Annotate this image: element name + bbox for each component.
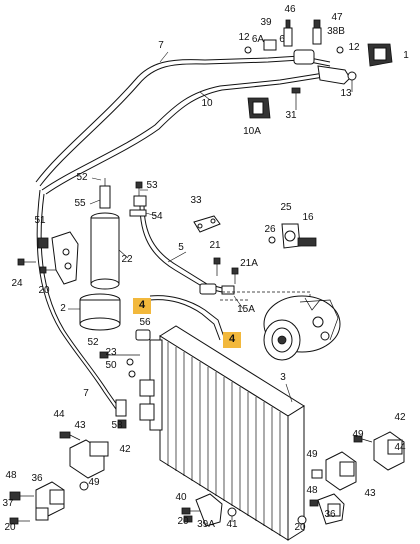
part-label-16: 16 bbox=[302, 212, 314, 223]
part-label-49c: 49 bbox=[88, 477, 100, 488]
pipe-4 bbox=[149, 295, 226, 341]
part-33-spacer bbox=[193, 215, 221, 233]
pipe-7-lower bbox=[36, 189, 123, 413]
part-label-20d: 20 bbox=[294, 522, 306, 533]
highlight-labels: 44 bbox=[139, 299, 236, 345]
part-label-6: 6 bbox=[279, 34, 285, 45]
part-label-31: 31 bbox=[285, 110, 297, 121]
part-label-20c: 20 bbox=[177, 516, 189, 527]
part-label-7a: 7 bbox=[158, 40, 164, 51]
part-label-25: 25 bbox=[280, 202, 292, 213]
part-label-49b: 49 bbox=[306, 449, 318, 460]
bracket-cluster-left bbox=[9, 431, 109, 525]
part-label-10A: 10A bbox=[243, 126, 261, 137]
part-label-44b: 44 bbox=[394, 442, 406, 453]
part-label-13: 13 bbox=[340, 88, 352, 99]
part-label-42b: 42 bbox=[119, 444, 131, 455]
part-label-53: 53 bbox=[146, 180, 158, 191]
bracket-cluster-bottom bbox=[181, 493, 237, 527]
fittings-21 bbox=[199, 257, 239, 295]
highlight-4-upper bbox=[133, 298, 151, 314]
part-label-6A: 6A bbox=[252, 34, 265, 45]
part-label-21A: 21A bbox=[240, 258, 258, 269]
part-label-36a: 36 bbox=[31, 473, 43, 484]
part-label-7b: 7 bbox=[83, 388, 89, 399]
part-label-36b: 36 bbox=[324, 509, 336, 520]
pipe-10 bbox=[41, 71, 331, 195]
pipe-7-upper bbox=[35, 55, 331, 187]
part-label-48b: 48 bbox=[306, 485, 318, 496]
part-label-10: 10 bbox=[201, 98, 213, 109]
part-label-54: 54 bbox=[151, 211, 163, 222]
part-label-39: 39 bbox=[260, 17, 272, 28]
part-label-49a: 49 bbox=[352, 429, 364, 440]
part-label-12a: 12 bbox=[238, 32, 250, 43]
part-label-2: 2 bbox=[60, 303, 66, 314]
part-label-41: 41 bbox=[226, 519, 238, 530]
part-22-receiver-drier bbox=[90, 178, 120, 290]
highlight-label-hl-4a: 4 bbox=[139, 299, 146, 311]
part-label-20a: 20 bbox=[38, 285, 50, 296]
fittings-condenser-left bbox=[99, 329, 151, 429]
part-label-21a: 21 bbox=[209, 240, 221, 251]
compressor bbox=[220, 291, 341, 361]
part-label-1: 1 bbox=[403, 50, 409, 61]
part-label-15A: 15A bbox=[237, 304, 255, 315]
part-label-38B: 38B bbox=[327, 26, 345, 37]
part-label-12b: 12 bbox=[348, 42, 360, 53]
part-2-clamp-band bbox=[79, 293, 121, 331]
part-label-46: 46 bbox=[284, 4, 296, 15]
part-label-52b: 52 bbox=[87, 337, 99, 348]
part-label-22: 22 bbox=[121, 254, 133, 265]
part-label-44a: 44 bbox=[53, 409, 65, 420]
highlight-label-hl-4b: 4 bbox=[229, 333, 236, 345]
part-label-37: 37 bbox=[2, 498, 14, 509]
top-fittings bbox=[244, 19, 357, 92]
fittings-53-54-55 bbox=[129, 181, 147, 217]
part-label-33: 33 bbox=[190, 195, 202, 206]
condenser bbox=[139, 325, 305, 541]
part-25-clamp bbox=[268, 223, 317, 249]
bolts-left bbox=[17, 258, 56, 274]
part-label-50: 50 bbox=[105, 360, 117, 371]
part-label-42a: 42 bbox=[394, 412, 406, 423]
part-label-56: 56 bbox=[139, 317, 151, 328]
part-label-55: 55 bbox=[74, 198, 86, 209]
part-label-23: 23 bbox=[105, 347, 117, 358]
part-label-52a: 52 bbox=[76, 172, 88, 183]
leader-lines bbox=[68, 51, 293, 403]
part-label-26: 26 bbox=[264, 224, 276, 235]
part-label-5: 5 bbox=[178, 242, 184, 253]
bracket-cluster-right bbox=[297, 431, 405, 525]
part-label-3: 3 bbox=[280, 372, 286, 383]
part-label-43a: 43 bbox=[74, 420, 86, 431]
part-label-58: 58 bbox=[111, 420, 123, 431]
part-label-47: 47 bbox=[331, 12, 343, 23]
part-1-bracket bbox=[367, 43, 393, 67]
part-label-20b: 20 bbox=[4, 522, 16, 533]
part-label-40: 40 bbox=[175, 492, 187, 503]
part-31-bolt bbox=[291, 87, 301, 110]
part-10A-clip bbox=[247, 97, 271, 119]
highlight-4-lower bbox=[223, 332, 241, 348]
part-label-24: 24 bbox=[11, 278, 23, 289]
part-label-43b: 43 bbox=[364, 488, 376, 499]
part-label-39A: 39A bbox=[197, 519, 215, 530]
part-label-48a: 48 bbox=[5, 470, 17, 481]
part-label-51: 51 bbox=[34, 215, 46, 226]
